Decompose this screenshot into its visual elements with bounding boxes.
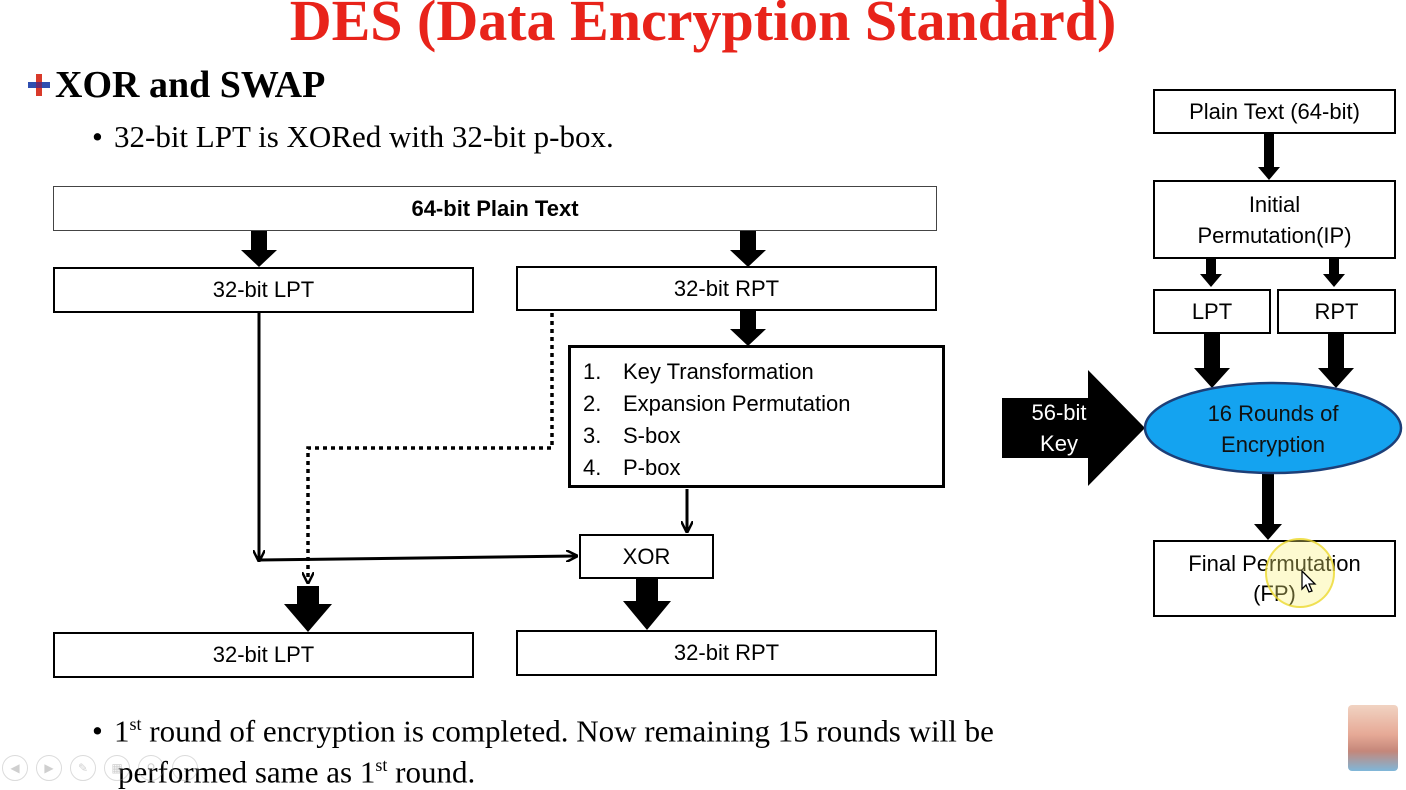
- bullet-dot: •: [92, 119, 103, 154]
- rd-arrow-lpt-to-rounds: [1194, 333, 1230, 388]
- ordinal-number: 1: [114, 713, 130, 749]
- plain-text-box: 64-bit Plain Text: [53, 186, 937, 231]
- step-item: 3. S-box: [583, 420, 942, 452]
- rd-lpt-box: LPT: [1153, 289, 1271, 334]
- plain-text-label: 64-bit Plain Text: [411, 195, 579, 221]
- step-label: Expansion Permutation: [623, 391, 851, 416]
- bullet-point-completed: •1st round of encryption is completed. N…: [92, 707, 1232, 790]
- step-number: 3.: [583, 423, 602, 448]
- step-number: 2.: [583, 391, 602, 416]
- zoom-icon[interactable]: ⚲: [138, 755, 164, 781]
- rounds-line1: 16 Rounds of: [1207, 401, 1339, 426]
- bullet-marker-icon: [28, 74, 50, 96]
- ordinal-suffix: st: [129, 714, 142, 734]
- presenter-avatar: [1348, 705, 1398, 771]
- block-arrow-to-steps: [730, 311, 766, 346]
- step-label: P-box: [623, 455, 681, 480]
- rd-ip-line2: Permutation(IP): [1197, 222, 1352, 248]
- bullet-text-line2-end: round.: [387, 754, 476, 790]
- block-arrow-to-rpt: [730, 231, 766, 267]
- key-label: 56-bit Key: [1010, 397, 1108, 459]
- previous-icon[interactable]: ◀: [2, 755, 28, 781]
- lpt-to-xor-arrow: [258, 556, 576, 560]
- lpt-bottom-label: 32-bit LPT: [212, 642, 315, 667]
- lpt-top-box: 32-bit LPT: [53, 267, 474, 313]
- key-arrow-shape: [1002, 370, 1145, 486]
- step-label: Key Transformation: [623, 359, 814, 384]
- step-item: 4. P-box: [583, 452, 942, 484]
- cursor-highlight: [1265, 538, 1335, 608]
- rpt-top-label: 32-bit RPT: [673, 275, 780, 301]
- rd-arrow-ip-to-rpt: [1323, 258, 1345, 287]
- rpt-bottom-label: 32-bit RPT: [673, 640, 780, 665]
- rd-rpt-box: RPT: [1277, 289, 1396, 334]
- block-arrow-to-new-lpt: [284, 586, 332, 632]
- round-steps-box: 1. Key Transformation 2. Expansion Permuta…: [568, 345, 945, 488]
- slide-title: DES (Data Encryption Standard): [289, 0, 1117, 53]
- bullet-text-line1: round of encryption is completed. Now re…: [141, 713, 994, 749]
- play-icon[interactable]: ▶: [36, 755, 62, 781]
- step-item: 1. Key Transformation: [583, 356, 942, 388]
- rd-plain-text-box: Plain Text (64-bit): [1153, 89, 1396, 134]
- step-label: S-box: [623, 423, 681, 448]
- bullet-point: • 32-bit LPT is XORed with 32-bit p-box.: [92, 120, 614, 154]
- bullet-dot: •: [92, 713, 103, 749]
- step-item: 2. Expansion Permutation: [583, 388, 942, 420]
- rpt-swap-dotted-arrow: [308, 313, 554, 582]
- rounds-line2: Encryption: [1221, 432, 1325, 457]
- rd-arrow-plain-to-ip: [1258, 133, 1280, 180]
- rd-plain-text-label: Plain Text (64-bit): [1189, 98, 1360, 124]
- rd-ip-line1: Initial: [1248, 191, 1301, 217]
- more-icon[interactable]: …: [172, 755, 198, 781]
- xor-label: XOR: [622, 543, 671, 569]
- rpt-top-box: 32-bit RPT: [516, 266, 937, 311]
- rpt-bottom-box: 32-bit RPT: [516, 630, 937, 676]
- section-heading: XOR and SWAP: [55, 64, 326, 106]
- rounds-ellipse: [1143, 381, 1403, 475]
- rd-arrow-rpt-to-rounds: [1318, 333, 1354, 388]
- step-number: 1.: [583, 359, 602, 384]
- slideshow-controls: ◀ ▶ ✎ ▦ ⚲ …: [2, 755, 198, 783]
- key-line1: 56-bit: [1031, 400, 1087, 425]
- pen-icon[interactable]: ✎: [70, 755, 96, 781]
- lpt-bottom-box: 32-bit LPT: [53, 632, 474, 678]
- mouse-cursor-icon: [1301, 570, 1317, 593]
- rounds-label: 16 Rounds of Encryption: [1160, 398, 1386, 460]
- xor-box: XOR: [579, 534, 714, 579]
- block-arrow-to-new-rpt: [623, 579, 671, 630]
- block-arrow-to-lpt: [241, 231, 277, 267]
- key-line2: Key: [1040, 431, 1078, 456]
- rd-rpt-label: RPT: [1314, 298, 1359, 324]
- rd-arrow-ip-to-lpt: [1200, 258, 1222, 287]
- rd-lpt-label: LPT: [1191, 298, 1233, 324]
- lpt-top-label: 32-bit LPT: [212, 277, 315, 302]
- rd-initial-permutation-box: Initial Permutation(IP): [1153, 180, 1396, 259]
- bullet-text: 32-bit LPT is XORed with 32-bit p-box.: [114, 119, 614, 154]
- step-number: 4.: [583, 455, 602, 480]
- ordinal-suffix: st: [375, 755, 388, 776]
- rd-arrow-rounds-to-fp: [1254, 474, 1282, 540]
- slides-icon[interactable]: ▦: [104, 755, 130, 781]
